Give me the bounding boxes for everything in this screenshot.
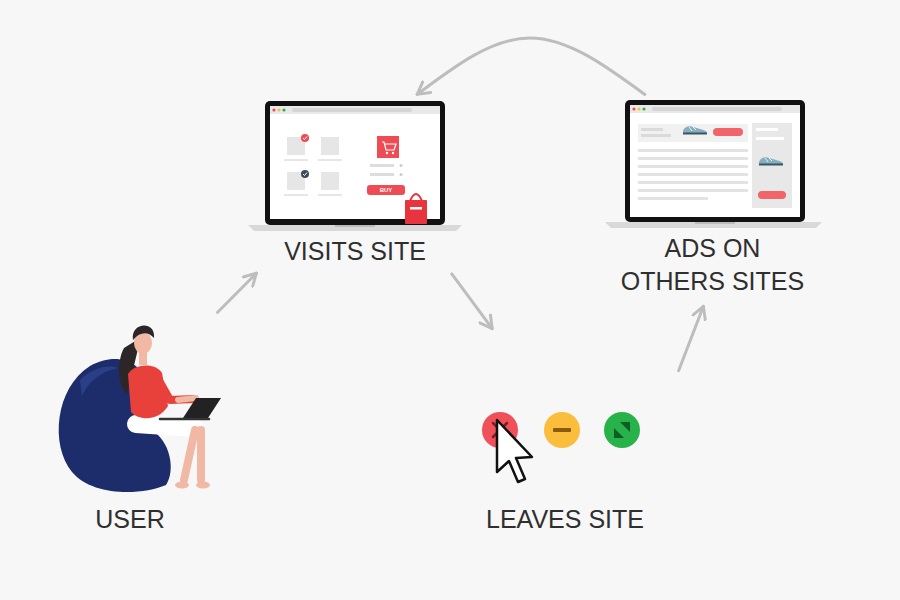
step-node: USER	[40, 318, 220, 536]
step-node: ADS ON OTHERS SITES	[600, 98, 825, 297]
user-figure	[59, 325, 221, 492]
step-label: ADS ON OTHERS SITES	[615, 232, 810, 297]
flow-arrow	[452, 274, 492, 329]
step-label: LEAVES SITE	[455, 503, 675, 536]
step-label: USER	[40, 503, 220, 536]
illustration-space	[40, 318, 220, 493]
window-buttons	[482, 412, 640, 482]
step-node: LEAVES SITE	[455, 335, 675, 536]
illustration-space	[455, 335, 675, 495]
illustration-space	[245, 98, 465, 233]
laptop-shop	[248, 101, 462, 231]
step-node: VISITS SITE	[245, 98, 465, 268]
flow-arrow	[679, 306, 704, 370]
illustration-space	[600, 98, 825, 228]
flow-arrow	[218, 273, 257, 312]
step-label: VISITS SITE	[245, 235, 465, 268]
laptop-ads	[605, 100, 822, 228]
flow-arrow	[417, 38, 645, 94]
button-text: BUY	[367, 185, 405, 195]
